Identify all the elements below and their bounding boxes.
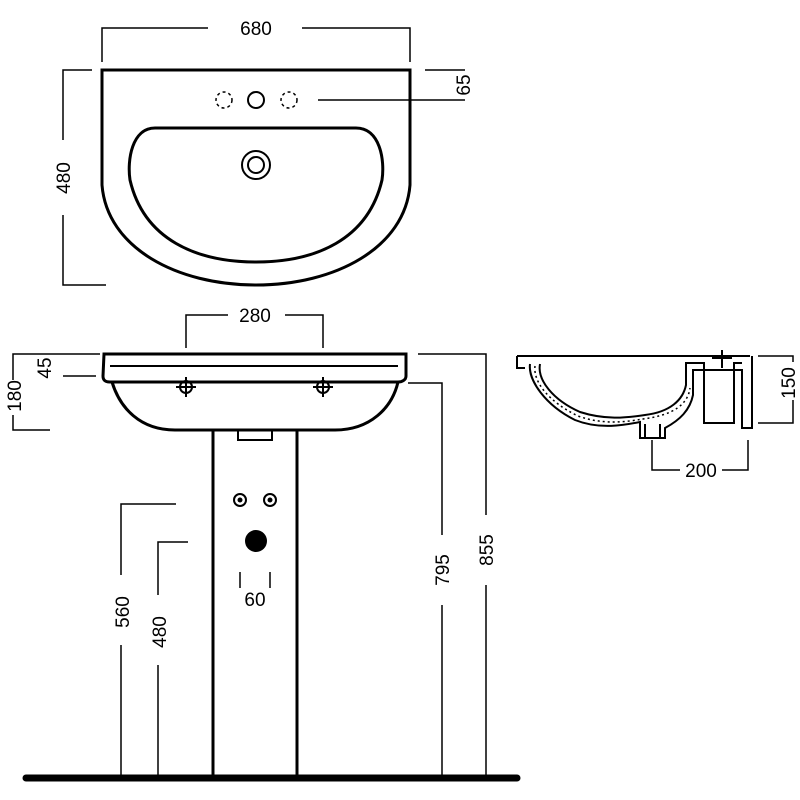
dim-line-tap-spacing: [185, 314, 324, 348]
side-view-waste: [644, 424, 661, 438]
front-view-tap-fixing-right: [313, 377, 333, 397]
dim-waste-offset: 200: [685, 461, 717, 482]
dim-line-overall-height: [418, 353, 487, 775]
dim-line-inlet-spacing: [239, 572, 271, 588]
front-view-basin-rim: [101, 352, 408, 384]
front-view-basin-bowl: [110, 381, 400, 432]
front-view-inlet-right: [263, 493, 277, 507]
top-view-basin-outline: [100, 68, 412, 287]
dim-inlet-height: 480: [150, 616, 171, 648]
dim-outlet-height: 560: [113, 596, 134, 628]
dim-line-top-depth: [62, 69, 106, 286]
dim-side-height: 150: [779, 367, 800, 399]
dim-line-top-width: [101, 27, 411, 62]
dim-line-bowl-height: [12, 353, 100, 431]
dim-line-inlet-height: [157, 541, 188, 775]
front-view: 280 60: [5, 306, 521, 782]
front-view-outlet: [245, 530, 267, 552]
dim-tap-spacing: 280: [239, 306, 271, 327]
front-view-waste: [237, 430, 273, 441]
dim-line-side-height: [758, 355, 794, 424]
side-view-inner-profile: [538, 362, 742, 424]
side-view-section-hatch: [534, 365, 691, 423]
dim-inlet-spacing: 60: [244, 590, 265, 611]
top-view-tap-hole-left: [215, 91, 233, 109]
dim-line-tap-offset: [318, 69, 465, 101]
top-view-tap-hole-center: [247, 91, 265, 109]
side-view: 150 200: [516, 350, 800, 482]
front-view-tap-fixing-left: [176, 377, 196, 397]
dim-top-depth: 480: [54, 162, 75, 194]
top-view-drain-inner: [247, 156, 265, 174]
dim-line-basin-bottom: [408, 382, 443, 775]
dim-top-width: 680: [240, 19, 272, 40]
dim-line-waste-offset: [651, 440, 749, 471]
dim-overall-height: 855: [477, 534, 498, 566]
dim-rim: 45: [35, 357, 56, 378]
dim-bowl-height: 180: [5, 380, 26, 412]
top-view-bowl-outline: [127, 126, 385, 264]
front-view-inlet-left: [233, 493, 247, 507]
top-view-drain-outer: [241, 150, 271, 180]
dim-basin-bottom-height: 795: [433, 554, 454, 586]
dim-tap-offset: 65: [454, 74, 475, 95]
side-view-outer-profile: [528, 356, 753, 439]
side-view-rim: [516, 355, 750, 369]
top-view: 680 65 480: [54, 19, 475, 287]
side-view-tap-marker: [712, 350, 732, 368]
front-view-pedestal: [211, 430, 299, 775]
dim-line-outlet-height: [120, 503, 176, 775]
top-view-tap-hole-right: [280, 91, 298, 109]
